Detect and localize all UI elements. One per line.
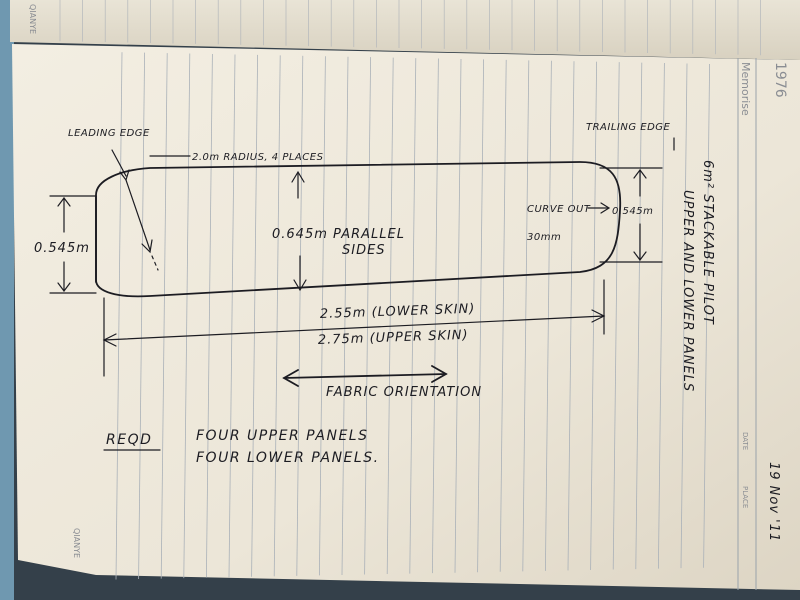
length-arrowhead-left [102, 333, 117, 347]
ruled-line [522, 60, 530, 572]
length-dimension-line [103, 315, 605, 341]
ruled-line [477, 59, 484, 573]
ruled-line [183, 53, 191, 579]
date-label: DATE [741, 432, 749, 450]
printed-brand: Memorise [739, 62, 752, 116]
signed-date: 19 Nov '11 [766, 462, 781, 542]
side-title-2: UPPER AND LOWER PANELS [680, 190, 695, 392]
radius-pointer-head [141, 239, 153, 254]
top-brand: QIANYE [28, 4, 37, 34]
radius-note: 2.0m RADIUS, 4 PLACES [192, 152, 324, 163]
ruled-line [138, 52, 145, 580]
parallel-sides-label-2: SIDES [342, 243, 386, 258]
left-height-label: 0.545m [34, 241, 90, 256]
right-dim-arrowhead-down [633, 251, 647, 261]
handwritten-sketch: 0.545m 0.545m CURVE OUT 30mm LEADING EDG… [34, 122, 781, 542]
ruled-line [658, 63, 665, 569]
parallel-sides-label: 0.645m PARALLEL [272, 227, 405, 242]
reqd-label: REQD [106, 432, 152, 448]
page-rules [115, 52, 710, 580]
radius-pointer-dashed [151, 255, 159, 271]
ruled-line [341, 56, 349, 575]
fabric-arrowhead-left [282, 369, 299, 387]
fabric-orientation-arrow [283, 373, 447, 379]
place-label: PLACE [741, 486, 749, 508]
ruled-line [703, 63, 710, 568]
ruled-line [251, 54, 258, 577]
curve-out-value: 30mm [527, 232, 561, 243]
right-dim-arrowhead-up [633, 169, 647, 179]
right-height-label: 0.545m [612, 206, 653, 217]
ruled-line [364, 57, 371, 575]
ruled-line [680, 63, 688, 569]
reqd-line-1: FOUR UPPER PANELS [196, 428, 368, 444]
ruled-line [115, 52, 123, 580]
ruled-line [296, 55, 304, 576]
curve-out-label: CURVE OUT [527, 204, 591, 215]
lower-skin-length: 2.55m (LOWER SKIN) [320, 302, 476, 322]
left-dim-arrowhead-down [57, 282, 71, 292]
notebook-page [12, 44, 800, 590]
desk-edge [0, 0, 14, 600]
parallel-arrowhead-top [291, 170, 305, 183]
curve-out-arrowhead [600, 202, 611, 214]
left-dim-arrowhead-up [57, 197, 71, 207]
fabric-arrowhead-right [431, 365, 448, 383]
fabric-orientation-label: FABRIC ORIENTATION [326, 385, 482, 400]
ruled-line [160, 53, 168, 579]
ruled-line [499, 59, 507, 572]
upper-skin-length: 2.75m (UPPER SKIN) [318, 328, 469, 348]
leading-edge-label: LEADING EDGE [68, 128, 150, 139]
ruled-line [454, 58, 462, 573]
length-arrowhead-right [591, 309, 606, 323]
footer-brand: QIANYE [72, 528, 81, 558]
ruled-line [635, 62, 643, 570]
ruled-line [590, 61, 597, 570]
ruled-line [409, 58, 417, 574]
ruled-line [319, 56, 326, 576]
leading-edge-pointer [111, 149, 127, 177]
parallel-arrowhead-bottom [293, 279, 307, 292]
top-page-rules [59, 0, 761, 56]
printed-year: 1976 [772, 62, 788, 98]
reqd-line-2: FOUR LOWER PANELS. [196, 450, 380, 466]
ruled-line [432, 58, 439, 574]
trailing-edge-label: TRAILING EDGE [586, 122, 671, 133]
ruled-line [612, 62, 620, 570]
ruled-line [273, 55, 281, 577]
ruled-line [545, 60, 552, 571]
ruled-line [228, 54, 236, 578]
side-title-1: 6m² STACKABLE PILOT [700, 160, 715, 325]
panel-outline [95, 161, 622, 298]
ruled-line [567, 61, 575, 571]
ruled-line [206, 54, 213, 578]
radius-pointer-line [125, 179, 151, 251]
ruled-line [386, 57, 394, 575]
